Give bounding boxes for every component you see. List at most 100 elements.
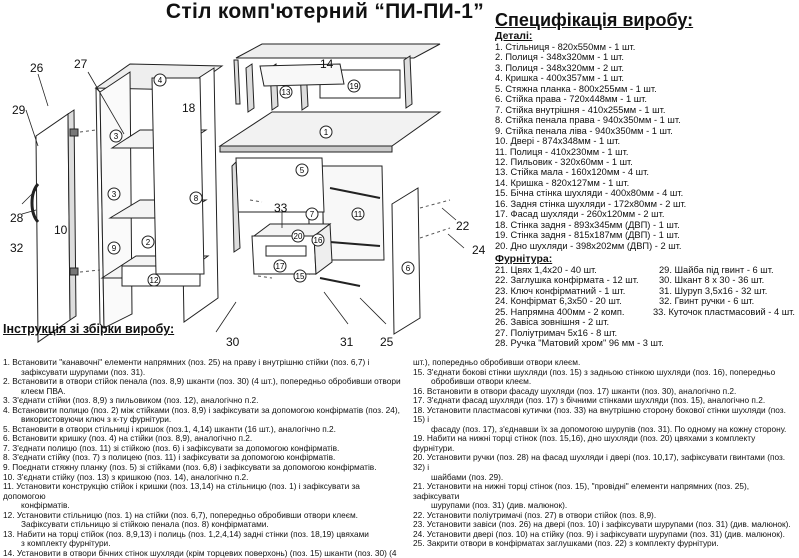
step-text: Набити на торці стійок (поз. 8,9,13) і п…: [16, 528, 369, 539]
svg-text:17: 17: [276, 262, 285, 271]
svg-text:15: 15: [296, 272, 305, 281]
step-text: Поєднати стяжну планку (поз. 5) зі стійк…: [12, 462, 377, 473]
step-continuation: клеєм ПВА.: [21, 385, 66, 396]
step-text: Установити конструкцію стійок і кришки (…: [3, 481, 360, 501]
detail-item: 10. Двері - 874х348мм - 1 шт.: [495, 136, 621, 147]
part-8: 8: [189, 191, 203, 205]
step-continuation: фасаду (поз. 17), з'єднавши їх за допомо…: [431, 423, 787, 434]
fitting-row: 21. Цвях 1,4х20 - 40 шт.29. Шайба під гв…: [495, 265, 795, 275]
part-15: 15: [293, 269, 307, 283]
step-number: 10.: [3, 471, 15, 482]
step-number: 25.: [413, 538, 425, 549]
instruction-line: 21. Установити на нижні торці стінок (по…: [413, 481, 797, 501]
svg-text:3: 3: [112, 190, 117, 199]
step-text: шт.), попередньо обробивши отвори клеєм.: [413, 357, 581, 367]
instruction-step: 18. Установити пластмасові кутички (поз.…: [413, 405, 797, 435]
instruction-line: 3. З'єднати стійки (поз. 8,9) з пильовик…: [3, 395, 401, 406]
instruction-step: 8. З'єднати стійку (поз. 7) з полицею (п…: [3, 453, 401, 463]
step-number: 24.: [413, 528, 425, 539]
instruction-line: 4. Встановити полицю (поз. 2) між стійка…: [3, 404, 401, 416]
instruction-step: 7. З'єднати полицю (поз. 11) зі стійкою …: [3, 442, 401, 454]
step-text: З'єднати полицю (поз. 11) зі стійкою (по…: [12, 442, 340, 453]
instruction-step: 20. Установити ручки (поз. 28) на фасад …: [413, 453, 797, 482]
instruction-step: 22. Установити поліутримачі (поз. 27) в …: [413, 510, 797, 521]
step-number: 17.: [413, 395, 425, 406]
detail-item: 2. Полиця - 348х320мм - 1 шт.: [495, 52, 624, 63]
instruction-line: 19. Набити на нижні торці стінок (поз. 1…: [413, 434, 797, 453]
svg-text:1: 1: [324, 128, 329, 137]
fitting-item: 23. Ключ конфірматний - 1 шт.: [495, 285, 626, 296]
instruction-step: 13. Набити на торці стійок (поз. 8,9,13)…: [3, 528, 401, 549]
instruction-line: 6. Встановити кришку (поз. 4) на стійки …: [3, 434, 401, 444]
instruction-line: 10. З'єднати стійку (поз. 13) з кришкою …: [3, 471, 401, 483]
step-text: З'єднати фасад шухляди (поз. 17) з бічни…: [426, 395, 766, 406]
fitting-row: 22. Заглушка конфірмата - 12 шт.30. Шкан…: [495, 275, 795, 285]
instruction-line: 8. З'єднати стійку (поз. 7) з полицею (п…: [3, 453, 401, 463]
step-text: З'єднати стійку (поз. 13) з кришкою (поз…: [16, 471, 249, 482]
callout-18: 18: [182, 101, 196, 115]
instruction-step: 1. Встановити "канавочні" елементи напря…: [3, 357, 401, 377]
step-text: З'єднати бокові стінки шухляди (поз. 15)…: [426, 366, 776, 377]
detail-item: 17. Фасад шухляди - 260х120мм - 2 шт.: [495, 209, 665, 220]
svg-text:11: 11: [354, 210, 363, 219]
step-number: 6.: [3, 433, 10, 444]
instruction-line: 18. Установити пластмасові кутички (поз.…: [413, 405, 797, 425]
part-12: 12: [147, 273, 161, 287]
detail-item: 16. Задня стінка шухляди - 172х80мм - 2 …: [495, 198, 687, 209]
svg-text:12: 12: [150, 276, 159, 285]
callout-14: 14: [320, 57, 334, 71]
svg-text:16: 16: [314, 236, 323, 245]
svg-text:20: 20: [294, 232, 303, 241]
instruction-line: 7. З'єднати полицю (поз. 11) зі стійкою …: [3, 442, 401, 454]
detail-item: 11. Полиця - 410х230мм - 1 шт.: [495, 146, 629, 157]
step-number: 3.: [3, 395, 10, 406]
instruction-line: 24. Установити двері (поз. 10) на стійку…: [413, 528, 797, 540]
step-text: Встановити "канавочні" елементи напрямни…: [12, 357, 370, 367]
part-20: 20: [291, 229, 305, 243]
instruction-line: 17. З'єднати фасад шухляди (поз. 17) з б…: [413, 395, 797, 406]
detail-item: 4. Кришка - 400х357мм - 1 шт.: [495, 73, 625, 84]
part-3b: 3: [107, 187, 121, 201]
part-17: 17: [273, 259, 287, 273]
step-text: Установити двері (поз. 10) на стійку (по…: [426, 528, 785, 539]
instructions-column-left: 1. Встановити "канавочні" елементи напря…: [3, 357, 401, 558]
detail-item: 5. Стяжна планка - 800х255мм - 1 шт.: [495, 83, 657, 94]
instruction-step: 24. Установити двері (поз. 10) на стійку…: [413, 528, 797, 540]
instruction-line: 20. Установити ручки (поз. 28) на фасад …: [413, 453, 797, 472]
part-6: 6: [401, 261, 415, 275]
instruction-line: 13. Набити на торці стійок (поз. 8,9,13)…: [3, 528, 401, 540]
instructions-title: Інструкція зі збірки виробу:: [3, 322, 175, 336]
step-number: 8.: [3, 452, 10, 463]
instruction-line: 11. Установити конструкцію стійок і криш…: [3, 481, 401, 501]
detail-item: 8. Стійка пенала права - 940х350мм - 1 ш…: [495, 115, 681, 126]
step-number: 15.: [413, 366, 425, 377]
callout-22: 22: [456, 219, 470, 233]
instruction-line: 16. Встановити в отвори фасаду шухляди (…: [413, 386, 797, 397]
instruction-step: 25. Закрити отвори в конфірматах заглушк…: [413, 539, 797, 549]
step-number: 4.: [3, 404, 10, 415]
part-2: 2: [141, 235, 155, 249]
fitting-item: 26. Завіса зовнішня - 2 шт.: [495, 317, 610, 328]
step-text: Установити ручки (поз. 28) на фасад шухл…: [413, 452, 786, 473]
part-11: 11: [351, 207, 365, 221]
instruction-step: 17. З'єднати фасад шухляди (поз. 17) з б…: [413, 395, 797, 406]
detail-item: 19. Стінка задня - 815х187мм (ДВП) - 1 ш…: [495, 230, 680, 241]
fitting-item: 29. Шайба під гвинт - 6 шт.: [659, 265, 774, 275]
instruction-step: 4. Встановити полицю (поз. 2) між стійка…: [3, 404, 401, 425]
detail-item: 3. Полиця - 348х320мм - 2 шт.: [495, 62, 624, 73]
callout-28: 28: [10, 211, 24, 225]
fitting-item: 30. Шкант 8 х 30 - 36 шт.: [659, 275, 765, 286]
step-continuation: використовуючи ключ з к-ту фурнітури.: [21, 414, 172, 425]
fitting-item: 24. Конфірмат 6,3х50 - 20 шт.: [495, 296, 622, 307]
step-text: Встановити в отвори стійок пенала (поз. …: [12, 376, 401, 387]
detail-item: 12. Пильовик - 320х60мм - 1 шт.: [495, 156, 633, 167]
svg-text:5: 5: [300, 166, 305, 175]
instruction-line: 1. Встановити "канавочні" елементи напря…: [3, 357, 401, 368]
step-text: Установити завіси (поз. 26) на двері (по…: [426, 519, 791, 530]
step-text: Установити стільницю (поз. 1) на стійки …: [16, 509, 358, 520]
step-number: 13.: [3, 528, 15, 539]
callout-32: 32: [10, 241, 24, 255]
step-number: 9.: [3, 462, 10, 473]
callout-26: 26: [30, 61, 44, 75]
callout-30: 30: [226, 335, 240, 348]
